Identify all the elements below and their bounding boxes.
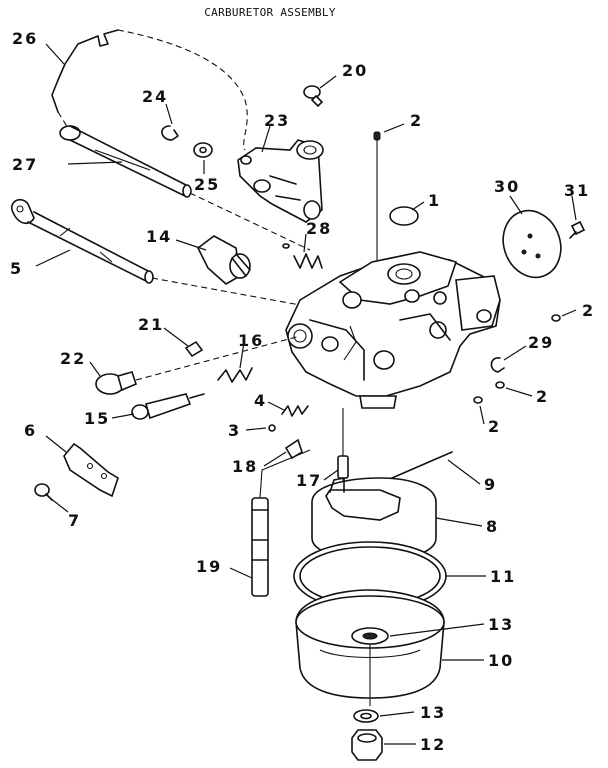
- part-5-throttle-shaft: [11, 198, 301, 306]
- part-28-spring: [282, 243, 323, 269]
- part-19-tube: [251, 449, 311, 597]
- part-27-choke-shaft: [57, 111, 311, 251]
- callout-leaders: [35, 43, 577, 745]
- part-3-ball: [268, 424, 276, 432]
- callout-18: 18: [232, 457, 258, 476]
- part-24-clip: [161, 125, 179, 141]
- callout-12: 12: [420, 735, 446, 754]
- callout-labels: 26 20 24 23 2 27 25 30 31 1 14 28 5 2 21…: [10, 29, 595, 754]
- callout-15: 15: [84, 409, 110, 428]
- callout-29: 29: [528, 333, 554, 352]
- callout-17: 17: [296, 471, 322, 490]
- callout-10: 10: [488, 651, 514, 670]
- callout-7: 7: [68, 511, 81, 530]
- part-14-needle-housing: [196, 235, 251, 285]
- callout-22: 22: [60, 349, 86, 368]
- part-2-plug-lower: [473, 396, 483, 404]
- part-16-spring: [217, 367, 253, 383]
- callout-16: 16: [238, 331, 264, 350]
- callout-27: 27: [12, 155, 38, 174]
- part-2-plug-lower-right: [495, 381, 505, 389]
- callout-26: 26: [12, 29, 38, 48]
- callout-13-lower: 13: [420, 703, 446, 722]
- callout-20: 20: [342, 61, 368, 80]
- part-7-screw: [34, 483, 53, 501]
- part-10-float-bowl: [295, 589, 445, 706]
- part-29-retainer: [490, 357, 505, 373]
- callout-31: 31: [564, 181, 590, 200]
- callout-24: 24: [142, 87, 168, 106]
- part-4-spring: [281, 405, 309, 417]
- part-6-lever: [63, 442, 119, 498]
- callout-9: 9: [484, 475, 497, 494]
- callout-2-lower-right: 2: [536, 387, 549, 406]
- part-15-needle: [131, 393, 205, 420]
- diagram-title: CARBURETOR ASSEMBLY: [204, 6, 336, 19]
- callout-14: 14: [146, 227, 172, 246]
- callout-23: 23: [264, 111, 290, 130]
- callout-2-lower: 2: [488, 417, 501, 436]
- part-20-screw: [303, 85, 324, 108]
- part-2-plug-right: [551, 314, 561, 322]
- part-31-screw: [569, 220, 586, 239]
- callout-13-upper: 13: [488, 615, 514, 634]
- callout-11: 11: [490, 567, 516, 586]
- callout-1: 1: [428, 191, 441, 210]
- callout-4: 4: [254, 391, 267, 410]
- part-1-welch-plug: [389, 206, 419, 226]
- part-13-washer-lower: [353, 709, 379, 723]
- callout-30: 30: [494, 177, 520, 196]
- part-30-choke-plate: [502, 209, 562, 279]
- callout-8: 8: [486, 517, 499, 536]
- callout-2-top: 2: [410, 111, 423, 130]
- callout-21: 21: [138, 315, 164, 334]
- part-25-washer: [193, 142, 213, 158]
- callout-28: 28: [306, 219, 332, 238]
- part-8-float: [311, 477, 437, 561]
- part-11-gasket: [293, 541, 447, 611]
- part-23-choke-lever: [237, 139, 324, 223]
- part-21-jet: [184, 340, 204, 358]
- callout-6: 6: [24, 421, 37, 440]
- callout-2-right: 2: [582, 301, 595, 320]
- part-12-drain-nut: [351, 729, 383, 761]
- part-18-fitting: [284, 438, 303, 460]
- callout-25: 25: [194, 175, 220, 194]
- part-26-link-wire: [51, 29, 248, 151]
- callout-5: 5: [10, 259, 23, 278]
- part-22-screw: [95, 335, 301, 395]
- carburetor-body: [285, 251, 501, 409]
- callout-3: 3: [228, 421, 241, 440]
- callout-19: 19: [196, 557, 222, 576]
